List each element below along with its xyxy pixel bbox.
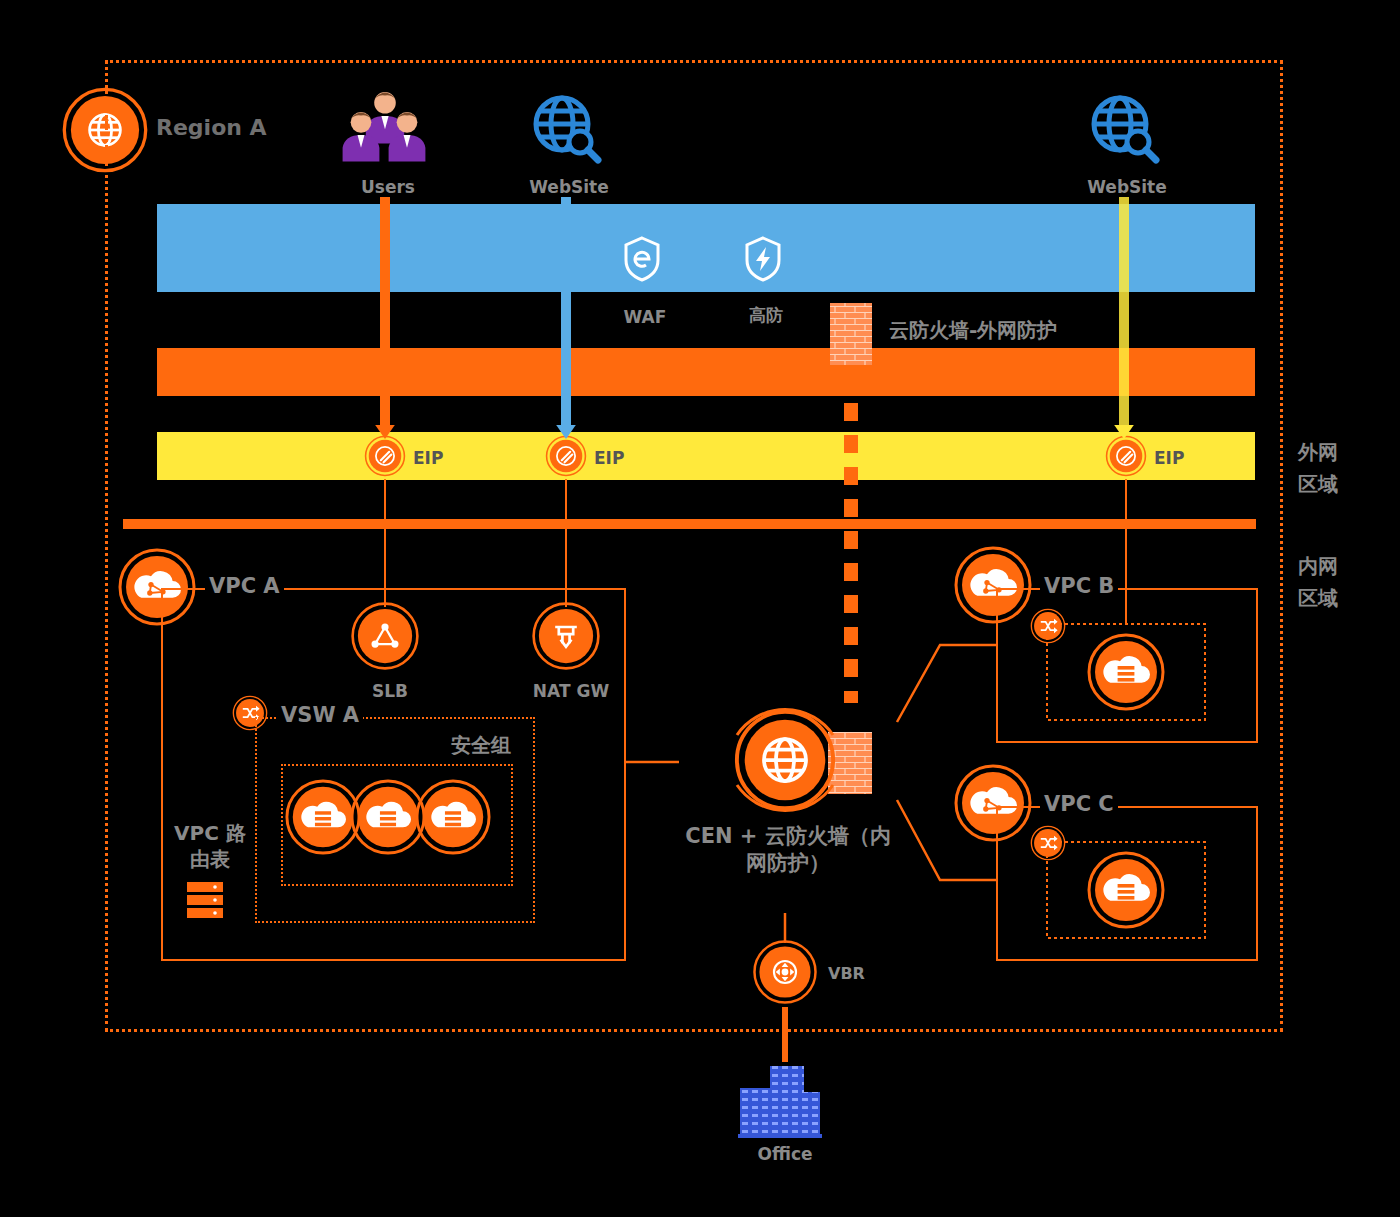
connector-line	[1125, 479, 1127, 588]
arrowhead	[1114, 425, 1134, 439]
connector	[626, 762, 679, 763]
node-label: VSW A	[281, 703, 359, 727]
label-holder: 安全组	[451, 732, 511, 759]
label-holder: VPC A	[205, 574, 284, 598]
label-holder: 云防火墙-外网防护	[889, 317, 1057, 344]
node-label: EIP	[1154, 448, 1184, 468]
vpc-box: VPC C	[996, 806, 1258, 961]
vswitch-box: VSW A安全组	[255, 717, 535, 923]
connector-line	[844, 371, 858, 703]
connector-line	[626, 761, 679, 764]
label-holder: CEN + 云防火墙（内网防护）	[679, 823, 897, 878]
label-holder: VBR	[828, 964, 865, 983]
label-holder: WebSite	[1083, 177, 1171, 197]
eip-node: EIP	[367, 439, 459, 479]
zone-label: 内网 区域	[1298, 550, 1342, 614]
node-label: VPC 路由表	[165, 820, 255, 872]
node-label: WAF	[624, 307, 667, 327]
node-label: VPC B	[1044, 574, 1114, 598]
node-label: SLB	[372, 681, 408, 701]
cen-firewall-node: CEN + 云防火墙（内网防护）	[679, 703, 897, 913]
eip-node: EIP	[1108, 439, 1200, 479]
region-box: Region A Users WebSite WebSiteWAF 高防云防火墙-外网防…	[105, 60, 1283, 1032]
slb-node: SLB	[355, 607, 425, 701]
connector-line	[1119, 197, 1129, 428]
waf-icon: WAF	[611, 237, 679, 327]
connector-line	[897, 800, 996, 880]
arrowhead	[375, 425, 395, 439]
website-icon: WebSite	[525, 95, 613, 197]
zone-label: 外网 区域	[1298, 436, 1342, 500]
firewall-icon: 云防火墙-外网防护	[829, 303, 1091, 371]
connector	[897, 645, 996, 722]
label-holder: Region A	[156, 115, 267, 140]
label-holder: SLB	[355, 681, 425, 701]
connector	[785, 1007, 786, 1062]
connector	[785, 913, 786, 943]
label-holder: WebSite	[525, 177, 613, 197]
eip-node: EIP	[548, 439, 640, 479]
vpc-box: VPC ASLBNAT GWVSW A安全组VPC 路由表	[161, 588, 626, 961]
label-holder: NAT GW	[527, 681, 615, 701]
vpc-box: VPC B	[996, 588, 1258, 743]
label-holder: VPC C	[1040, 792, 1118, 816]
vbr-node: VBR	[756, 943, 870, 1007]
node-label: Office	[757, 1144, 812, 1164]
node-label: WebSite	[529, 177, 609, 197]
label-holder: Users	[346, 177, 430, 197]
node-label: Users	[361, 177, 415, 197]
node-label: WebSite	[1087, 177, 1167, 197]
anti-ddos-icon: 高防	[735, 237, 797, 327]
users-icon: Users	[346, 91, 430, 197]
node-label: Region A	[156, 115, 267, 140]
connector	[1126, 479, 1127, 588]
connector-line	[897, 645, 996, 722]
node-label: 云防火墙-外网防护	[889, 318, 1057, 342]
security-group-box: 安全组	[281, 764, 513, 886]
node-label: VPC A	[209, 574, 280, 598]
arrowhead	[556, 425, 576, 439]
connector-line	[380, 197, 390, 428]
connector-line	[782, 1007, 788, 1062]
label-holder: VPC 路由表	[165, 820, 255, 872]
node-label: NAT GW	[533, 681, 609, 701]
connector-line	[784, 913, 787, 943]
route-table-node: VPC 路由表	[165, 820, 255, 886]
node-label: 高防	[749, 305, 783, 325]
node-label: EIP	[413, 448, 443, 468]
node-label: 安全组	[451, 733, 511, 757]
node-label: VBR	[828, 964, 865, 983]
connector	[556, 197, 576, 439]
website-icon: WebSite	[1083, 95, 1171, 197]
node-label: VPC C	[1044, 792, 1114, 816]
label-holder: EIP	[594, 448, 624, 468]
label-holder: VPC B	[1040, 574, 1118, 598]
connector	[897, 800, 996, 880]
connector	[1114, 197, 1134, 439]
office-node: Office	[733, 1062, 837, 1164]
connector	[851, 371, 852, 703]
connector-line	[561, 197, 571, 428]
label-holder: EIP	[1154, 448, 1184, 468]
node-label: EIP	[594, 448, 624, 468]
node-label: CEN + 云防火墙（内网防护）	[679, 823, 897, 878]
connector	[375, 197, 395, 439]
label-holder: WAF	[611, 307, 679, 327]
label-holder: VSW A	[277, 703, 363, 727]
nat-gateway-node: NAT GW	[527, 607, 615, 701]
label-holder: EIP	[413, 448, 443, 468]
label-holder: Office	[733, 1144, 837, 1164]
label-holder: 高防	[735, 304, 797, 327]
